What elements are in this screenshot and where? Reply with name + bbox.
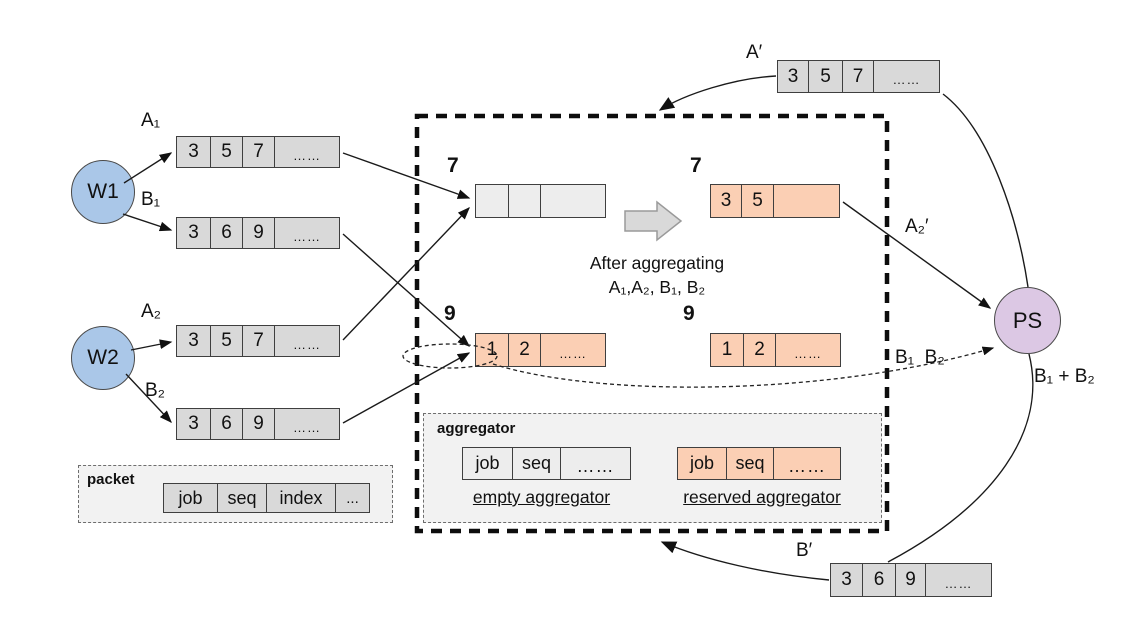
aggregator-cell: seq	[726, 447, 774, 480]
curve-ps-to-bprime	[887, 353, 1034, 563]
worker-node-w2: W2	[71, 326, 135, 390]
worker-w1-label: W1	[87, 180, 119, 203]
packet-b2: 3 6 9 ……	[176, 408, 340, 440]
packet-bprime: 3 6 9 ……	[830, 563, 992, 597]
agg-slot-7-before: 7	[447, 154, 459, 177]
aggregator-9-after: 1 2 ……	[710, 333, 841, 367]
ps-label: PS	[1012, 307, 1043, 333]
center-caption: After aggregating A₁,A₂, B₁, B₂	[552, 251, 762, 299]
edge-label-b1b2: B₁ B₂	[895, 347, 945, 368]
packet-cell: 6	[210, 217, 243, 249]
caption-line2: A₁,A₂, B₁, B₂	[608, 277, 706, 297]
arrow-w2-a2	[130, 339, 173, 351]
legend-packet-fields: job seq index ...	[163, 483, 370, 513]
packet-cell: 3	[830, 563, 863, 597]
aggregator-cell: ……	[560, 447, 631, 480]
packet-cell: 6	[210, 408, 243, 440]
agg-slot-7-after: 7	[690, 154, 702, 177]
aggregator-cell: 3	[710, 184, 742, 218]
aggregator-cell	[540, 184, 606, 218]
ps-node: PS	[994, 287, 1061, 354]
packet-cell: 3	[777, 60, 809, 93]
block-arrow-icon	[624, 200, 683, 242]
aggregator-cell: seq	[512, 447, 561, 480]
packet-cell: 3	[176, 325, 211, 357]
worker-w2-label: W2	[87, 346, 119, 369]
aggregator-cell: 2	[743, 333, 776, 367]
packet-cell: 5	[808, 60, 843, 93]
packet-cell: 5	[210, 325, 243, 357]
packet-cell: 5	[210, 136, 243, 168]
packet-aprime-label: A′	[746, 42, 763, 63]
packet-cell: seq	[217, 483, 267, 513]
aggregator-cell: 2	[508, 333, 541, 367]
aggregator-7-after: 3 5	[710, 184, 840, 218]
aggregator-cell: ……	[540, 333, 606, 367]
aggregator-cell	[773, 184, 840, 218]
packet-a2: 3 5 7 ……	[176, 325, 340, 357]
packet-cell: 3	[176, 217, 211, 249]
packet-cell: 3	[176, 136, 211, 168]
aggregator-cell: job	[677, 447, 727, 480]
packet-cell: 9	[895, 563, 926, 597]
legend-reserved-aggregator: job seq ……	[677, 447, 841, 480]
packet-cell: ……	[925, 563, 992, 597]
curve-ps-to-aprime	[942, 93, 1029, 288]
packet-cell: index	[266, 483, 336, 513]
aggregator-9-before: 1 2 ……	[475, 333, 606, 367]
packet-b1-label: B₁	[141, 189, 161, 210]
packet-cell: 7	[242, 136, 275, 168]
packet-bprime-label: B′	[796, 540, 813, 561]
packet-a1-label: A₁	[141, 110, 161, 131]
packet-aprime: 3 5 7 ……	[777, 60, 940, 93]
aggregator-cell: 5	[741, 184, 774, 218]
packet-cell: ……	[274, 217, 340, 249]
packet-cell: job	[163, 483, 218, 513]
legend-empty-aggregator: job seq ……	[462, 447, 631, 480]
legend-empty-label: empty aggregator	[472, 487, 611, 507]
legend-reserved-label: reserved aggregator	[683, 487, 841, 507]
arrow-b1-to-agg9	[342, 233, 471, 347]
aggregator-cell	[475, 184, 509, 218]
aggregator-cell: 1	[475, 333, 509, 367]
curve-aprime-to-box	[658, 75, 777, 111]
aggregator-cell: job	[462, 447, 513, 480]
aggregator-legend-title: aggregator	[437, 420, 516, 437]
packet-cell: 9	[242, 217, 275, 249]
worker-node-w1: W1	[71, 160, 135, 224]
edge-label-a2prime: A₂′	[905, 216, 929, 237]
edge-label-b1-plus-b2: B₁ + B₂	[1034, 366, 1095, 387]
packet-b1: 3 6 9 ……	[176, 217, 340, 249]
packet-cell: ……	[274, 325, 340, 357]
arrow-w1-b1	[122, 213, 173, 232]
packet-legend-title: packet	[87, 471, 135, 488]
packet-cell: ……	[873, 60, 940, 93]
packet-cell: ……	[274, 136, 340, 168]
agg-slot-9-after: 9	[683, 302, 695, 325]
packet-cell: 7	[842, 60, 874, 93]
packet-cell: 6	[862, 563, 896, 597]
agg-slot-9-before: 9	[444, 302, 456, 325]
caption-line1: After aggregating	[589, 253, 725, 273]
packet-cell: ...	[335, 483, 370, 513]
packet-cell: 7	[242, 325, 275, 357]
aggregator-cell	[508, 184, 541, 218]
packet-cell: 9	[242, 408, 275, 440]
aggregator-cell: ……	[775, 333, 841, 367]
aggregator-cell: 1	[710, 333, 744, 367]
aggregator-7-empty	[475, 184, 606, 218]
packet-cell: 3	[176, 408, 211, 440]
aggregator-cell: ……	[773, 447, 841, 480]
packet-cell: ……	[274, 408, 340, 440]
packet-a1: 3 5 7 ……	[176, 136, 340, 168]
packet-b2-label: B₂	[145, 380, 166, 401]
packet-a2-label: A₂	[141, 301, 162, 322]
